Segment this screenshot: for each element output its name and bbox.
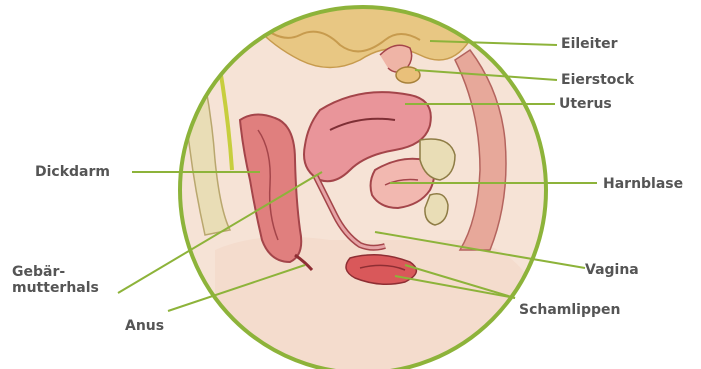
label-schamlippen: Schamlippen <box>519 302 621 318</box>
label-uterus: Uterus <box>559 96 612 112</box>
label-vagina: Vagina <box>585 262 639 278</box>
label-dickdarm: Dickdarm <box>35 164 110 180</box>
label-harnblase: Harnblase <box>603 176 683 192</box>
label-gebaermutterhals: Gebär- mutterhals <box>12 264 99 296</box>
label-anus: Anus <box>125 318 164 334</box>
label-eierstock: Eierstock <box>561 72 634 88</box>
label-eileiter: Eileiter <box>561 36 618 52</box>
